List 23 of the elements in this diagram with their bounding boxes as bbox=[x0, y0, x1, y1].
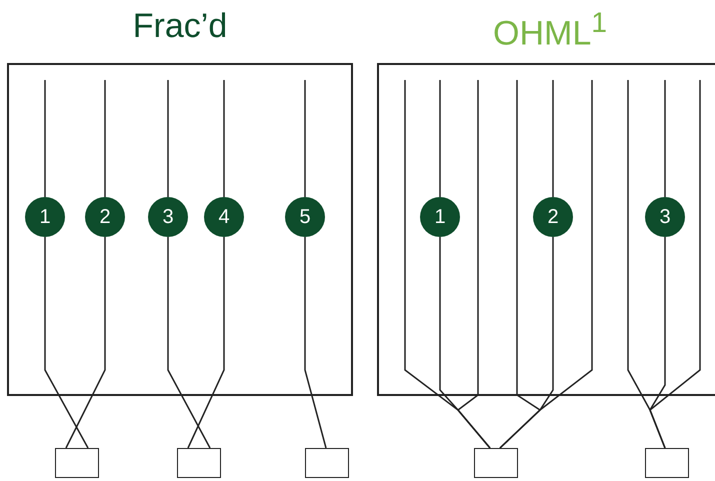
panel-title: OHML$^{1}$ bbox=[492, 7, 608, 54]
well-line bbox=[44, 237, 89, 448]
panel-title: Frac’d bbox=[132, 7, 228, 46]
well-line bbox=[456, 80, 491, 448]
well-number-circle: 1 bbox=[420, 197, 460, 237]
well-number-circle: 4 bbox=[204, 197, 244, 237]
well-line bbox=[649, 80, 701, 448]
well-number-circle: 3 bbox=[645, 197, 685, 237]
well-pad-box bbox=[645, 448, 689, 478]
well-number-circle: 1 bbox=[25, 197, 65, 237]
well-line bbox=[167, 237, 211, 448]
well-line bbox=[187, 237, 225, 448]
well-number-circle: 5 bbox=[285, 197, 325, 237]
well-line bbox=[499, 80, 593, 449]
well-line bbox=[65, 237, 106, 448]
well-line bbox=[304, 237, 327, 448]
well-pad-box bbox=[474, 448, 518, 478]
well-number-circle: 2 bbox=[85, 197, 125, 237]
well-pad-box bbox=[55, 448, 99, 478]
well-number-circle: 3 bbox=[148, 197, 188, 237]
well-pad-box bbox=[305, 448, 349, 478]
well-pad-box bbox=[177, 448, 221, 478]
well-number-circle: 2 bbox=[533, 197, 573, 237]
